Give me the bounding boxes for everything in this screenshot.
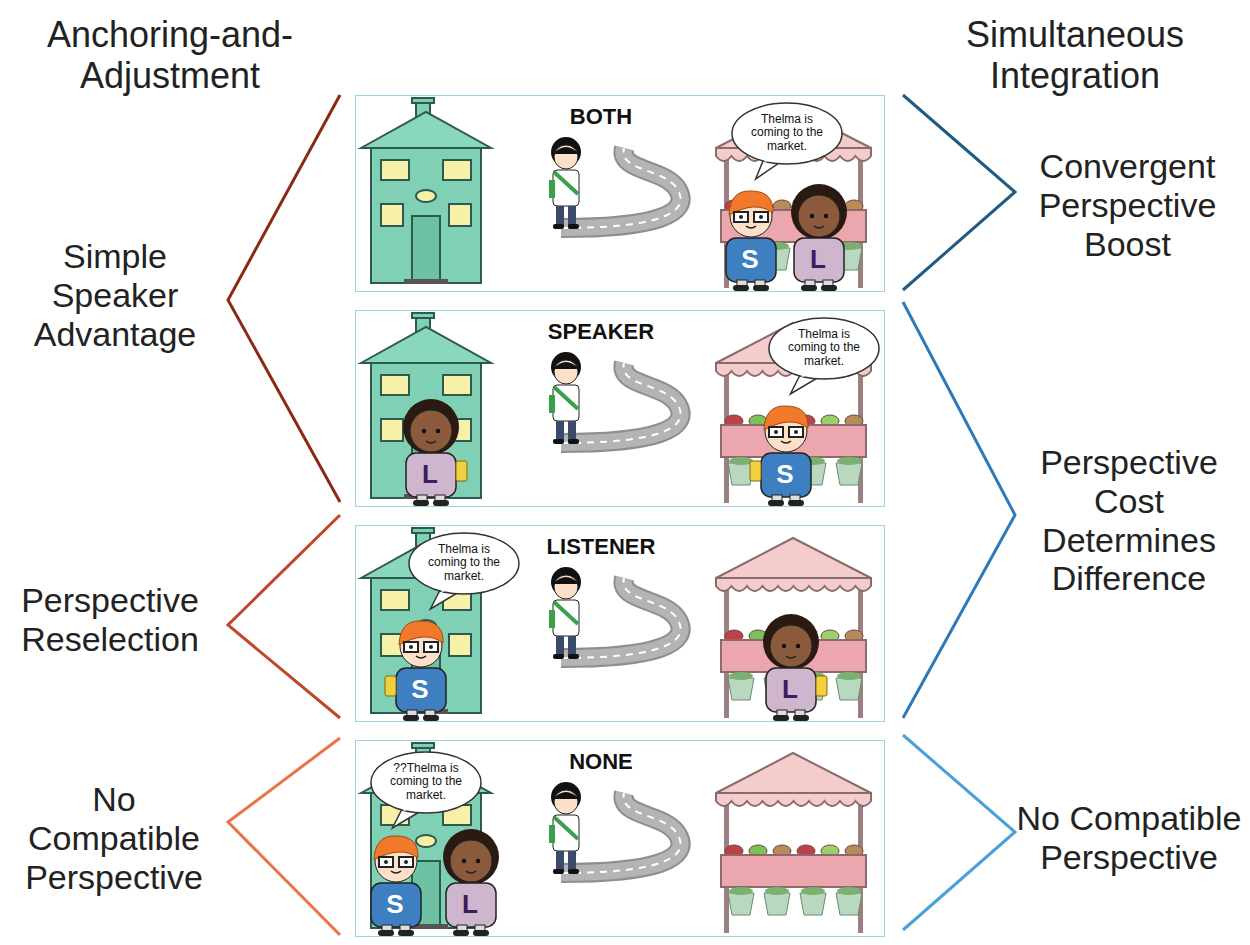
right-bracket xyxy=(903,302,1015,718)
speech-text: Thelma is coming to the market. xyxy=(782,317,866,368)
right-bracket xyxy=(903,735,1015,930)
speech-text: ??Thelma is coming to the market. xyxy=(384,751,468,802)
model-prediction: No Compatible Perspective xyxy=(1015,799,1243,877)
speech-text: Thelma is coming to the market. xyxy=(745,102,829,153)
left-bracket xyxy=(228,738,340,935)
scenario-panel: LISTENER Thelma is coming to the market. xyxy=(355,525,885,722)
shirt-letter: L xyxy=(782,676,798,702)
model-prediction: Perspective Cost Determines Difference xyxy=(1015,443,1243,598)
model-prediction: Simple Speaker Advantage xyxy=(10,237,220,353)
model-prediction: Convergent Perspective Boost xyxy=(1015,147,1240,263)
scenario-panel: BOTH Thelma is coming to the market. xyxy=(355,95,885,292)
panel-heading: NONE xyxy=(526,749,676,775)
shirt-letter: L xyxy=(422,461,438,487)
left-bracket xyxy=(228,515,340,718)
speech-bubble: ??Thelma is coming to the market. xyxy=(370,751,482,814)
column-header: Simultaneous Integration xyxy=(910,14,1240,96)
shirt-letter: S xyxy=(386,891,403,917)
speech-bubble: Thelma is coming to the market. xyxy=(408,532,520,595)
model-prediction: Perspective Reselection xyxy=(2,581,218,659)
shirt-letter: L xyxy=(462,891,478,917)
speech-bubble: Thelma is coming to the market. xyxy=(731,102,843,165)
shirt-letter: S xyxy=(411,676,428,702)
panel-heading: LISTENER xyxy=(526,534,676,560)
panel-heading: SPEAKER xyxy=(526,319,676,345)
right-bracket xyxy=(903,95,1015,290)
shirt-letter: S xyxy=(741,246,758,272)
left-bracket xyxy=(228,95,340,502)
column-header: Anchoring-and-Adjustment xyxy=(5,14,335,96)
speech-text: Thelma is coming to the market. xyxy=(422,532,506,583)
panel-heading: BOTH xyxy=(526,104,676,130)
shirt-letter: L xyxy=(810,246,826,272)
scenario-panel: NONE ??Thelma is coming to the market. xyxy=(355,740,885,937)
speech-bubble: Thelma is coming to the market. xyxy=(768,317,880,380)
shirt-letter: S xyxy=(776,461,793,487)
model-prediction: No Compatible Perspective xyxy=(8,780,220,896)
